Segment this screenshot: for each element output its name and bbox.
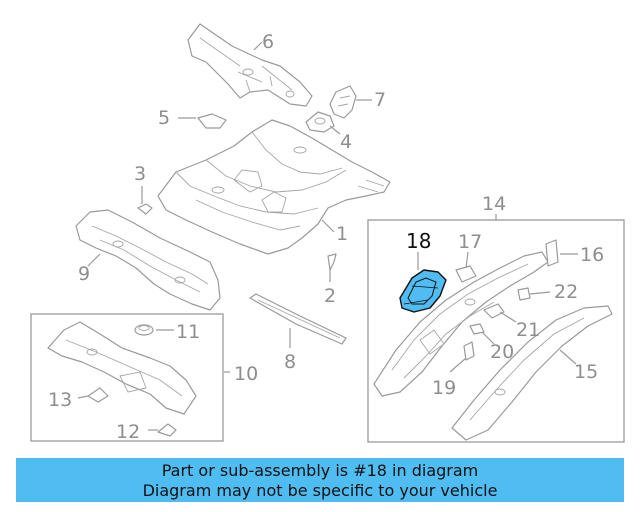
label-2: 2 [324, 285, 336, 307]
label-11: 11 [176, 321, 200, 343]
part-13-pad [87, 387, 109, 403]
label-20: 20 [490, 341, 514, 363]
label-13: 13 [48, 389, 72, 411]
label-17: 17 [458, 231, 482, 253]
part-21-bracket [483, 303, 505, 319]
part-22-bracket [517, 287, 531, 301]
label-6: 6 [262, 31, 274, 53]
part-5-plate [197, 113, 227, 129]
part-4-mount [305, 111, 335, 133]
label-15: 15 [574, 361, 598, 383]
part-6-crossmember [187, 23, 313, 107]
label-18-highlighted: 18 [406, 229, 431, 253]
label-4: 4 [340, 131, 352, 153]
label-8: 8 [284, 351, 296, 373]
part-20-clip [469, 323, 485, 335]
banner-line-disclaimer: Diagram may not be specific to your vehi… [142, 481, 498, 500]
label-10: 10 [234, 363, 258, 385]
part-7-bracket [329, 85, 357, 119]
part-17-bracket [455, 265, 477, 283]
part-3-clip [137, 203, 153, 215]
label-22: 22 [554, 281, 578, 303]
part-15-rail [451, 305, 613, 441]
group-box-10 [30, 313, 224, 442]
label-14: 14 [482, 193, 506, 215]
banner-line-part-number: Part or sub-assembly is #18 in diagram [161, 461, 479, 480]
label-21: 21 [516, 319, 540, 341]
part-18-highlighted [399, 269, 447, 313]
label-9: 9 [78, 263, 90, 285]
part-9-side-member [75, 209, 221, 311]
part-12-bracket [157, 423, 177, 437]
label-12: 12 [116, 421, 140, 443]
label-1: 1 [336, 223, 348, 245]
label-7: 7 [374, 89, 386, 111]
info-banner: Part or sub-assembly is #18 in diagram D… [16, 458, 624, 502]
part-16-bracket [545, 239, 559, 267]
label-3: 3 [134, 163, 146, 185]
part-10-rear-frame [47, 321, 197, 415]
part-2-fastener [327, 253, 337, 271]
label-19: 19 [432, 377, 456, 399]
part-19-clip [463, 341, 475, 361]
leader-lines [77, 41, 578, 431]
part-8-sill-strip [249, 293, 347, 345]
label-5: 5 [158, 107, 170, 129]
part-11-bushing [134, 324, 154, 336]
part-14-rail-assembly [373, 251, 549, 397]
parts-diagram: 6 7 5 4 3 1 9 2 8 11 10 13 12 14 18 17 1… [30, 23, 625, 443]
label-16: 16 [580, 244, 604, 266]
part-1-floor-pan [157, 119, 391, 255]
